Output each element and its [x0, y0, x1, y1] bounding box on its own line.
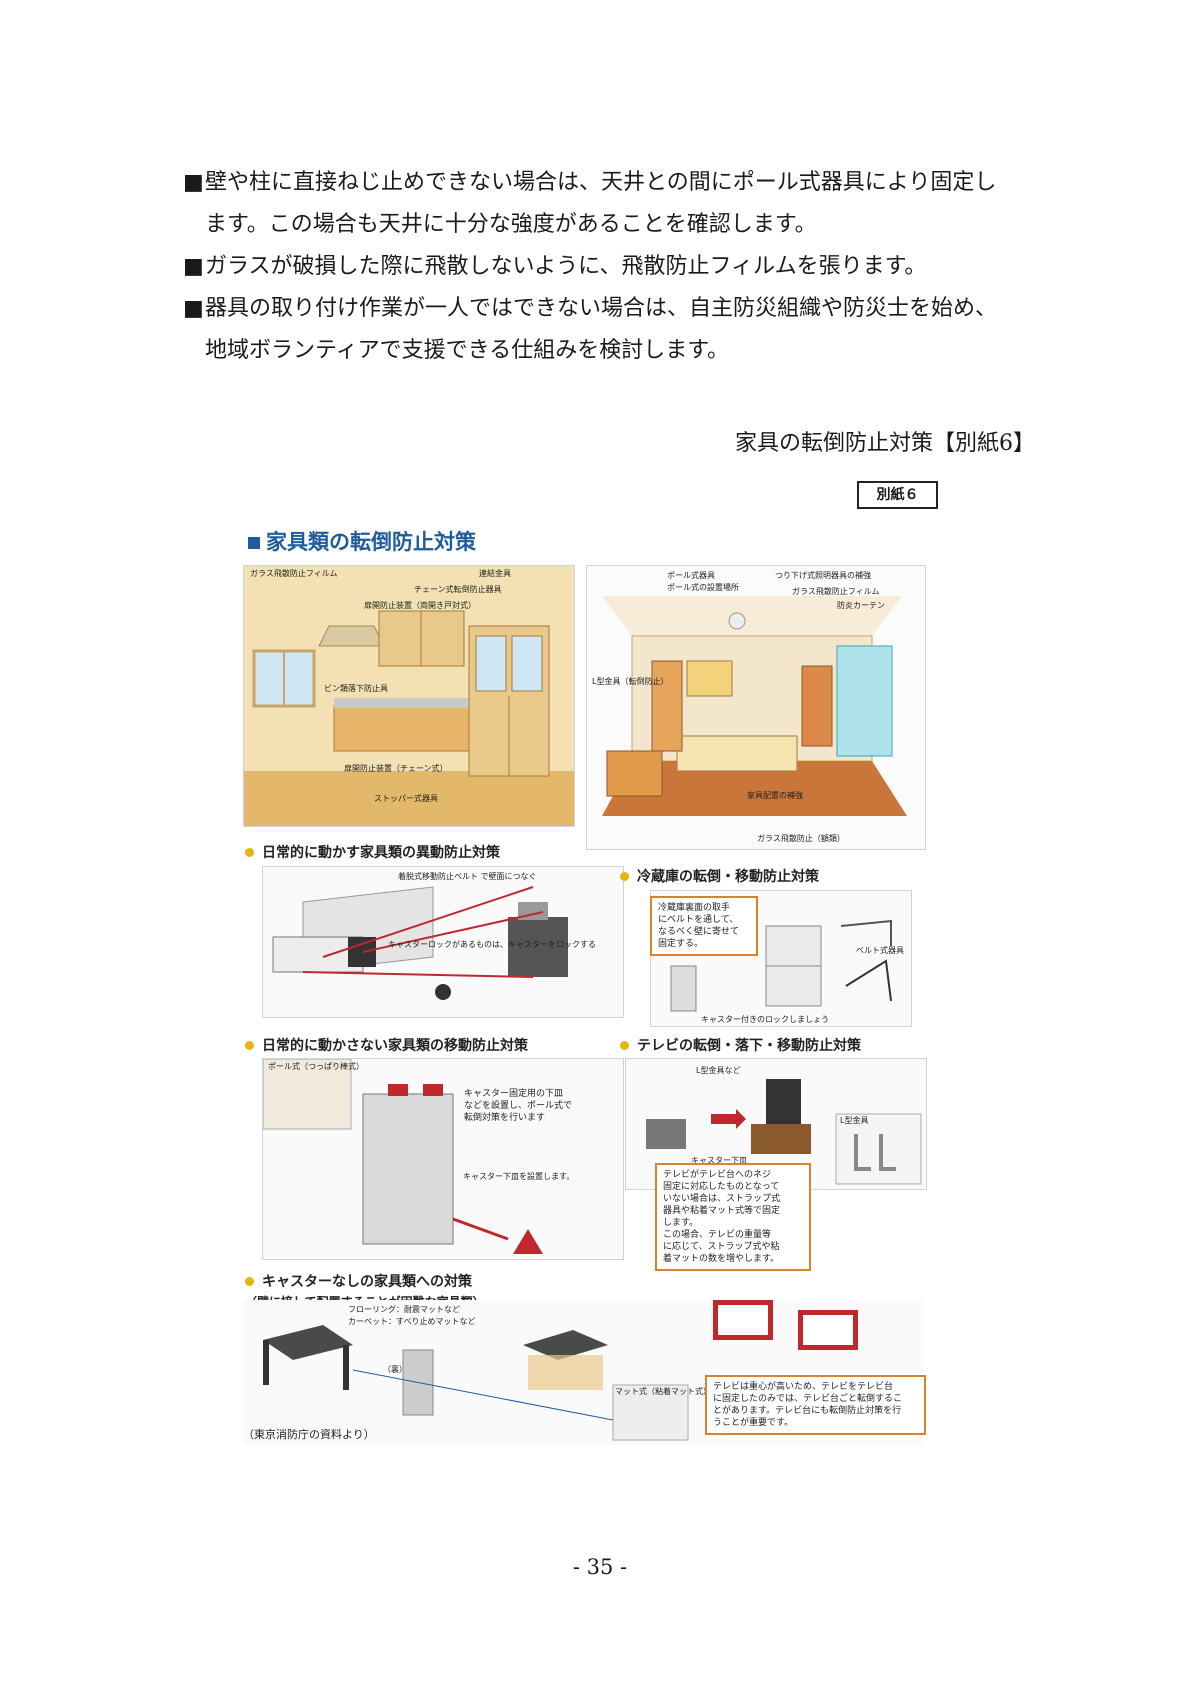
section-nonmoving-furniture: 日常的に動かさない家具類の移動防止対策 [245, 1035, 528, 1055]
section-tv: テレビの転倒・落下・移動防止対策 [620, 1035, 861, 1055]
kitchen-label-door2: 扉開防止装置（チェーン式） [344, 763, 448, 773]
fridge-note: 冷蔵庫裏面の取手 にベルトを通して、 なるべく壁に寄せて 固定する。 [650, 896, 758, 956]
bullet-dot-icon [245, 848, 254, 857]
bullet-mark: ■ [183, 254, 204, 279]
nocaster-label-carpet: カーペット：すべり止めマットなど [348, 1316, 475, 1326]
kitchen-illustration: ガラス飛散防止フィルム 連結金具 チェーン式転倒防止器具 扉開防止装置（両開き戸… [243, 565, 575, 827]
bullet-mark: ■ [183, 170, 204, 195]
bedroom-label-curtain: 防炎カーテン [837, 600, 885, 610]
bullet-dot-icon [620, 1041, 629, 1050]
bullet-item: ■ ガラスが破損した際に飛散しないように、飛散防止フィルムを張ります。 [183, 246, 1063, 288]
tv-drawing: L型金具など キャスター下皿 L型金具 [646, 1065, 922, 1185]
bullet-item: ■ 壁や柱に直接ねじ止めできない場合は、天井との間にポール式器具により固定し ま… [183, 162, 1063, 246]
figure-caption: 家具の転倒防止対策【別紙6】 [735, 431, 1035, 456]
tv-note: テレビがテレビ台へのネジ 固定に対応したものとなって いない場合は、ストラップ式… [655, 1163, 811, 1271]
nonmoving-note: キャスター固定用の下皿 などを設置し、ポール式で 転倒対策を行います [464, 1089, 573, 1123]
bedroom-label-reinforce: 家具配置の補強 [747, 790, 803, 800]
fridge-label-belt: ベルト式器具 [856, 945, 904, 955]
moving-label-belt: 着脱式移動防止ベルト で壁面につなぐ [398, 871, 537, 881]
tv-label-ltype-tag: L型金具 [840, 1115, 868, 1125]
square-icon [248, 537, 260, 549]
bullet-line: 器具の取り付け作業が一人ではできない場合は、自主防災組織や防災士を始め、 [205, 296, 998, 321]
kitchen-label-door: 扉開防止装置（両開き戸対式） [364, 600, 476, 610]
tv-label-ltype: L型金具など [696, 1065, 740, 1075]
bedroom-label-ceiling: つり下げ式照明器具の補強 [775, 570, 871, 580]
moving-furniture-drawing: 着脱式移動防止ベルト で壁面につなぐ キャスターロックがあるものは、キャスターを… [272, 871, 596, 1000]
kitchen-label-bin: ビン類落下防止具 [324, 683, 388, 693]
bullet-item: ■ 器具の取り付け作業が一人ではできない場合は、自主防災組織や防災士を始め、 地… [183, 288, 1063, 372]
bedroom-label-pole: ポール式器具 [667, 570, 715, 580]
kitchen-label-film: ガラス飛散防止フィルム [250, 568, 338, 578]
no-caster-drawing: フローリング：耐震マットなど カーペット：すべり止めマットなど （裏） マット式… [263, 1300, 858, 1441]
bedroom-label-ltype: L型金具（転倒防止） [592, 676, 668, 686]
bullet-list: ■ 壁や柱に直接ねじ止めできない場合は、天井との間にポール式器具により固定し ま… [183, 162, 1063, 372]
bullet-line: 壁や柱に直接ねじ止めできない場合は、天井との間にポール式器具により固定し [205, 170, 997, 195]
bedroom-illustration: ポール式器具 ポール式の設置場所 つり下げ式照明器具の補強 ガラス飛散防止フィル… [586, 565, 926, 850]
fridge-label-caster: キャスター付きのロックしましょう [701, 1014, 829, 1024]
nonmoving-label-caster-plate: キャスター下皿を設置します。 [463, 1171, 574, 1181]
section-moving-furniture: 日常的に動かす家具類の異動防止対策 [245, 842, 500, 862]
bullet-dot-icon [620, 872, 629, 881]
moving-label-caster-lock: キャスターロックがあるものは、キャスターをロックする [388, 939, 596, 949]
bullet-line: 地域ボランティアで支援できる仕組みを検討します。 [205, 338, 730, 363]
fridge-drawing: ベルト式器具 キャスター付きのロックしましょう [670, 919, 904, 1024]
bedroom-drawing: ポール式器具 ポール式の設置場所 つり下げ式照明器具の補強 ガラス飛散防止フィル… [587, 566, 925, 849]
source-credit: （東京消防庁の資料より） [243, 1428, 375, 1441]
nocaster-label-ura: （裏） [383, 1364, 407, 1374]
nocaster-label-mat-tag: マット式（粘着マット式） [615, 1386, 711, 1396]
moving-furniture-illustration: 着脱式移動防止ベルト で壁面につなぐ キャスターロックがあるものは、キャスターを… [262, 866, 624, 1018]
figure-title: 家具類の転倒防止対策 [248, 526, 476, 556]
bedroom-label-glass: ガラス飛散防止（額類） [757, 833, 845, 843]
kitchen-label-connector: 連結金具 [479, 568, 511, 578]
bedroom-label-pole-alt: ポール式の設置場所 [667, 582, 739, 592]
bullet-mark: ■ [183, 296, 204, 321]
section-fridge: 冷蔵庫の転倒・移動防止対策 [620, 866, 819, 886]
bedroom-label-film: ガラス飛散防止フィルム [792, 586, 880, 596]
nonmoving-furniture-illustration: ポール式（つっぱり棒式） キャスター下皿を設置します。 [262, 1058, 624, 1260]
no-caster-illustration: フローリング：耐震マットなど カーペット：すべり止めマットなど （裏） マット式… [243, 1300, 923, 1445]
nonmoving-furniture-drawing: ポール式（つっぱり棒式） キャスター下皿を設置します。 [263, 1059, 574, 1254]
nocaster-label-flooring: フローリング：耐震マットなど [348, 1304, 460, 1314]
nocaster-note: テレビは重心が高いため、テレビをテレビ台 に固定したのみでは、テレビ台ごと転倒す… [705, 1375, 926, 1435]
nonmoving-label-pole-tag: ポール式（つっぱり棒式） [268, 1061, 364, 1071]
page-number: - 35 - [572, 1555, 628, 1579]
bullet-line: ます。この場合も天井に十分な強度があることを確認します。 [205, 212, 817, 237]
kitchen-label-stopper: ストッパー式器具 [374, 793, 438, 803]
bullet-dot-icon [245, 1041, 254, 1050]
kitchen-drawing: ガラス飛散防止フィルム 連結金具 チェーン式転倒防止器具 扉開防止装置（両開き戸… [244, 566, 574, 826]
tv-label-caster: キャスター下皿 [691, 1156, 747, 1165]
attachment-badge: 別紙６ [857, 481, 938, 509]
kitchen-label-chain: チェーン式転倒防止器具 [414, 584, 502, 594]
bullet-line: ガラスが破損した際に飛散しないように、飛散防止フィルムを張ります。 [205, 254, 927, 279]
bullet-dot-icon [245, 1277, 254, 1286]
